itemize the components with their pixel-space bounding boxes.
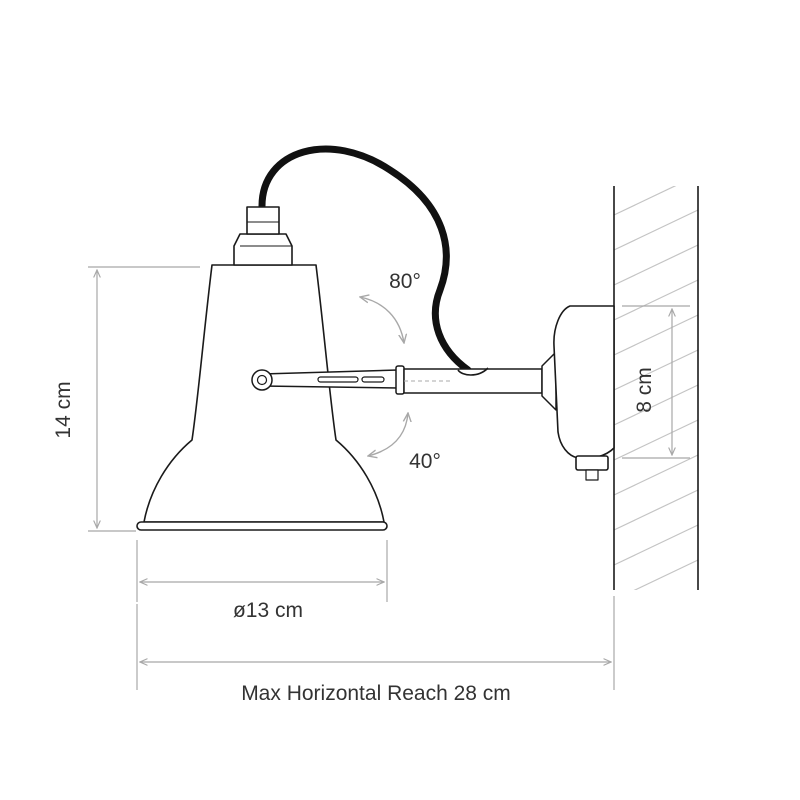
tilt-down-label: 40° xyxy=(409,450,441,473)
arm-slot-2 xyxy=(361,376,385,383)
bulb-holder-collar xyxy=(233,233,293,266)
wall xyxy=(613,186,699,590)
cable-gland xyxy=(246,206,280,235)
dimension-lines xyxy=(88,266,690,690)
shade-body xyxy=(143,264,385,523)
plate-switch xyxy=(575,455,609,471)
shade-rim xyxy=(136,521,388,531)
cable-clip xyxy=(457,367,489,376)
lamp-arm xyxy=(251,351,557,411)
arm-collar xyxy=(395,365,405,395)
height-label: 14 cm xyxy=(52,381,75,438)
back-plate xyxy=(553,305,615,460)
plate-height-label: 8 cm xyxy=(633,367,656,413)
arm-tube xyxy=(403,368,543,394)
tilt-up-arrow-icon xyxy=(360,297,404,343)
diameter-label: ø13 cm xyxy=(233,599,303,622)
wall-hatching xyxy=(614,186,698,590)
power-cable xyxy=(258,145,472,374)
lamp-shade xyxy=(136,206,388,531)
tilt-up-label: 80° xyxy=(389,270,421,293)
wall-mount-plate xyxy=(553,305,615,481)
reach-label: Max Horizontal Reach 28 cm xyxy=(241,682,511,705)
arm-slot-1 xyxy=(317,376,359,383)
tilt-down-arrow-icon xyxy=(368,413,408,456)
arm-flare xyxy=(541,351,557,411)
plate-switch-knob xyxy=(585,469,599,481)
